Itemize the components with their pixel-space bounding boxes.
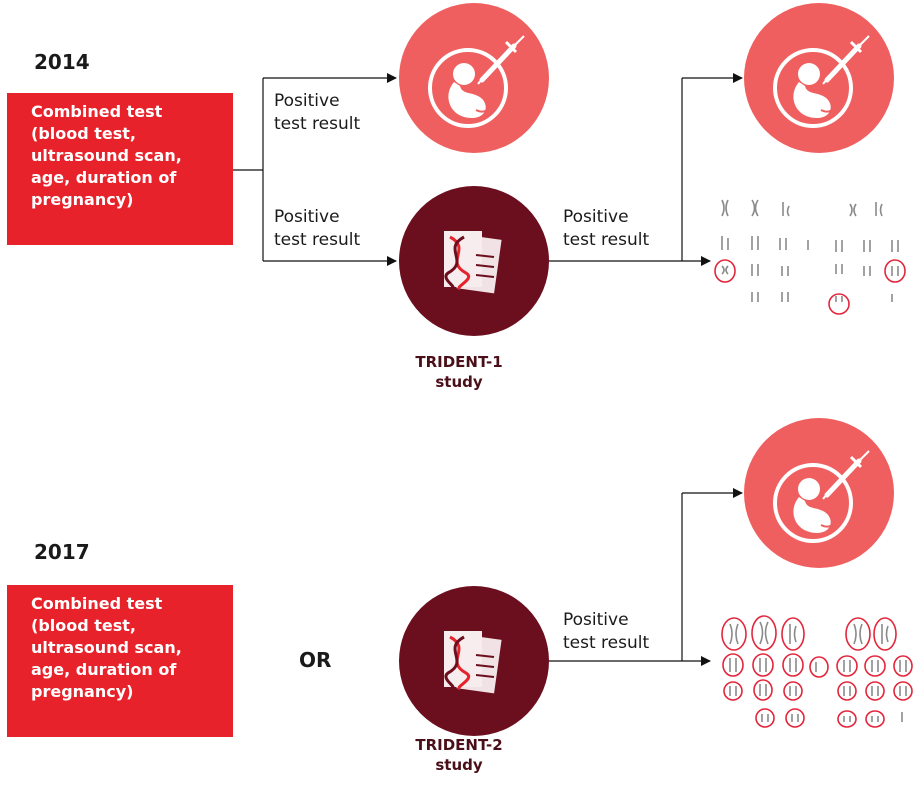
combined-test-line: age, duration of <box>31 168 177 187</box>
connectors-2017 <box>549 488 743 666</box>
fetus-syringe-icon <box>744 418 894 568</box>
karyotype-icon <box>721 615 913 728</box>
combined-test-line: (blood test, <box>31 616 137 635</box>
karyotype-icon <box>721 199 899 302</box>
combined-test-line: (blood test, <box>31 124 137 143</box>
combined-test-box-2014: Combined test (blood test, ultrasound sc… <box>7 93 233 245</box>
combined-test-line: age, duration of <box>31 660 177 679</box>
combined-test-line: Combined test <box>31 102 163 121</box>
fetus-syringe-icon <box>744 3 894 153</box>
combined-test-line: pregnancy) <box>31 682 134 701</box>
dna-document-icon <box>399 186 549 336</box>
connectors-2014 <box>233 73 743 266</box>
year-2017: 2017 <box>34 540 90 564</box>
combined-test-box-2017: Combined test (blood test, ultrasound sc… <box>7 585 233 737</box>
combined-test-line: Combined test <box>31 594 163 613</box>
year-2014: 2014 <box>34 50 90 74</box>
combined-test-line: pregnancy) <box>31 190 134 209</box>
combined-test-line: ultrasound scan, <box>31 146 182 165</box>
combined-test-line: ultrasound scan, <box>31 638 182 657</box>
dna-document-icon <box>399 586 549 736</box>
karyotype-highlight-circles <box>714 259 906 315</box>
fetus-syringe-icon <box>399 3 549 153</box>
or-label: OR <box>299 648 332 672</box>
